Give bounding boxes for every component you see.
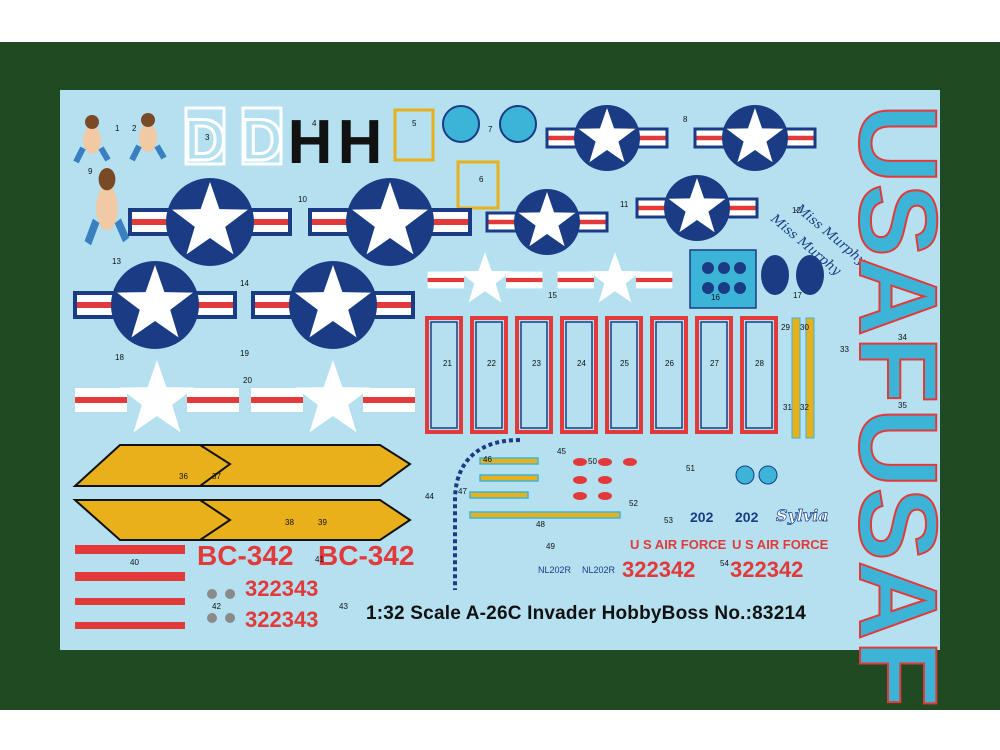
curved-strip-38 bbox=[453, 438, 521, 590]
decal-number-13: 13 bbox=[112, 257, 121, 266]
nose-art-name: Sylvia bbox=[776, 506, 829, 525]
decal-number-28: 28 bbox=[755, 359, 764, 368]
decal-number-38: 38 bbox=[285, 518, 294, 527]
decal-number-49: 49 bbox=[546, 542, 555, 551]
tail-number-red-1: 322342 bbox=[622, 557, 695, 582]
decal-number-3: 3 bbox=[205, 133, 210, 142]
letter-h-2: H bbox=[338, 108, 383, 177]
decal-number-11: 11 bbox=[620, 200, 629, 209]
serial-small-1: NL202R bbox=[538, 565, 572, 575]
decal-number-16: 16 bbox=[711, 293, 720, 302]
decal-number-9: 9 bbox=[88, 167, 93, 176]
decal-number-17: 17 bbox=[793, 291, 802, 300]
decal-number-30: 30 bbox=[800, 323, 809, 332]
buzz-number-2: BC-342 bbox=[318, 540, 414, 571]
us-air-force-1: U S AIR FORCE bbox=[630, 537, 727, 552]
decal-number-33: 33 bbox=[840, 345, 849, 354]
decal-number-34: 34 bbox=[898, 333, 907, 342]
frame-decal-6 bbox=[456, 160, 500, 210]
long-strip-43 bbox=[469, 511, 621, 519]
decal-number-4: 4 bbox=[312, 119, 317, 128]
decal-number-35: 35 bbox=[898, 401, 907, 410]
decal-number-45: 45 bbox=[557, 447, 566, 456]
decal-number-23: 23 bbox=[532, 359, 541, 368]
tail-number-red-2: 322342 bbox=[730, 557, 803, 582]
small-strip-41 bbox=[479, 474, 539, 482]
decal-number-15: 15 bbox=[548, 291, 557, 300]
decal-number-25: 25 bbox=[620, 359, 629, 368]
instrument-panel-decal bbox=[689, 249, 757, 309]
yellow-band-30 bbox=[196, 444, 412, 487]
red-stripe-33a bbox=[75, 545, 185, 554]
us-air-force-2: U S AIR FORCE bbox=[732, 537, 829, 552]
letter-d-1: D bbox=[184, 108, 226, 173]
decal-number-52: 52 bbox=[629, 499, 638, 508]
decal-number-12: 12 bbox=[792, 206, 801, 215]
squadron-badge-1 bbox=[442, 105, 480, 143]
decal-number-50: 50 bbox=[588, 457, 597, 466]
sheet-footer-title: 1:32 Scale A-26C Invader HobbyBoss No.:8… bbox=[366, 603, 806, 624]
decal-number-54: 54 bbox=[720, 559, 729, 568]
usaf-marking-top: USAF bbox=[836, 104, 959, 403]
small-strip-42 bbox=[469, 491, 529, 499]
letter-h-decals: H H bbox=[288, 108, 383, 177]
letter-d-decals: D D bbox=[183, 106, 284, 175]
decal-number-2: 2 bbox=[132, 124, 137, 133]
letter-h-1: H bbox=[288, 108, 333, 177]
decal-number-8: 8 bbox=[683, 115, 688, 124]
decal-number-32: 32 bbox=[800, 403, 809, 412]
decal-number-53: 53 bbox=[664, 516, 673, 525]
tail-number-blue-2: 322343 bbox=[245, 607, 318, 632]
squadron-badge-2 bbox=[499, 105, 537, 143]
yellow-band-32 bbox=[196, 499, 412, 541]
decal-number-22: 22 bbox=[487, 359, 496, 368]
decal-number-26: 26 bbox=[665, 359, 674, 368]
buzz-number-1: BC-342 bbox=[197, 540, 293, 571]
decal-number-31: 31 bbox=[783, 403, 792, 412]
decal-number-18: 18 bbox=[115, 353, 124, 362]
decal-number-43: 43 bbox=[339, 602, 348, 611]
decal-number-48: 48 bbox=[536, 520, 545, 529]
decal-number-10: 10 bbox=[298, 195, 307, 204]
skeleton-badge-2 bbox=[796, 255, 824, 295]
strip-24 bbox=[805, 317, 815, 439]
decal-number-39: 39 bbox=[318, 518, 327, 527]
decal-number-5: 5 bbox=[412, 119, 417, 128]
decal-number-1: 1 bbox=[115, 124, 120, 133]
code-202-2: 202 bbox=[735, 509, 759, 525]
serial-small-2: NL202R bbox=[582, 565, 616, 575]
decal-number-36: 36 bbox=[179, 472, 188, 481]
decal-number-20: 20 bbox=[243, 376, 252, 385]
decal-number-7: 7 bbox=[488, 125, 493, 134]
decal-number-21: 21 bbox=[443, 359, 452, 368]
decal-number-29: 29 bbox=[781, 323, 790, 332]
frame-decal-5 bbox=[393, 108, 435, 162]
strip-23 bbox=[791, 317, 801, 439]
skeleton-badge-1 bbox=[761, 255, 789, 295]
letter-d-2: D bbox=[241, 108, 283, 173]
red-stripe-34b bbox=[75, 622, 185, 629]
decal-number-6: 6 bbox=[479, 175, 484, 184]
decal-number-44: 44 bbox=[425, 492, 434, 501]
red-stripe-34a bbox=[75, 598, 185, 605]
decal-number-42: 42 bbox=[212, 602, 221, 611]
usaf-marking-bottom: USAF bbox=[836, 408, 959, 707]
decal-number-41: 41 bbox=[315, 555, 324, 564]
decal-number-40: 40 bbox=[130, 558, 139, 567]
decal-number-47: 47 bbox=[458, 487, 467, 496]
decal-number-51: 51 bbox=[686, 464, 695, 473]
decal-number-27: 27 bbox=[710, 359, 719, 368]
decal-number-14: 14 bbox=[240, 279, 249, 288]
code-202-1: 202 bbox=[690, 509, 714, 525]
tail-number-blue-1: 322343 bbox=[245, 576, 318, 601]
decal-number-37: 37 bbox=[212, 472, 221, 481]
decal-number-46: 46 bbox=[483, 455, 492, 464]
decal-number-19: 19 bbox=[240, 349, 249, 358]
red-stripe-33b bbox=[75, 572, 185, 581]
decal-number-24: 24 bbox=[577, 359, 586, 368]
